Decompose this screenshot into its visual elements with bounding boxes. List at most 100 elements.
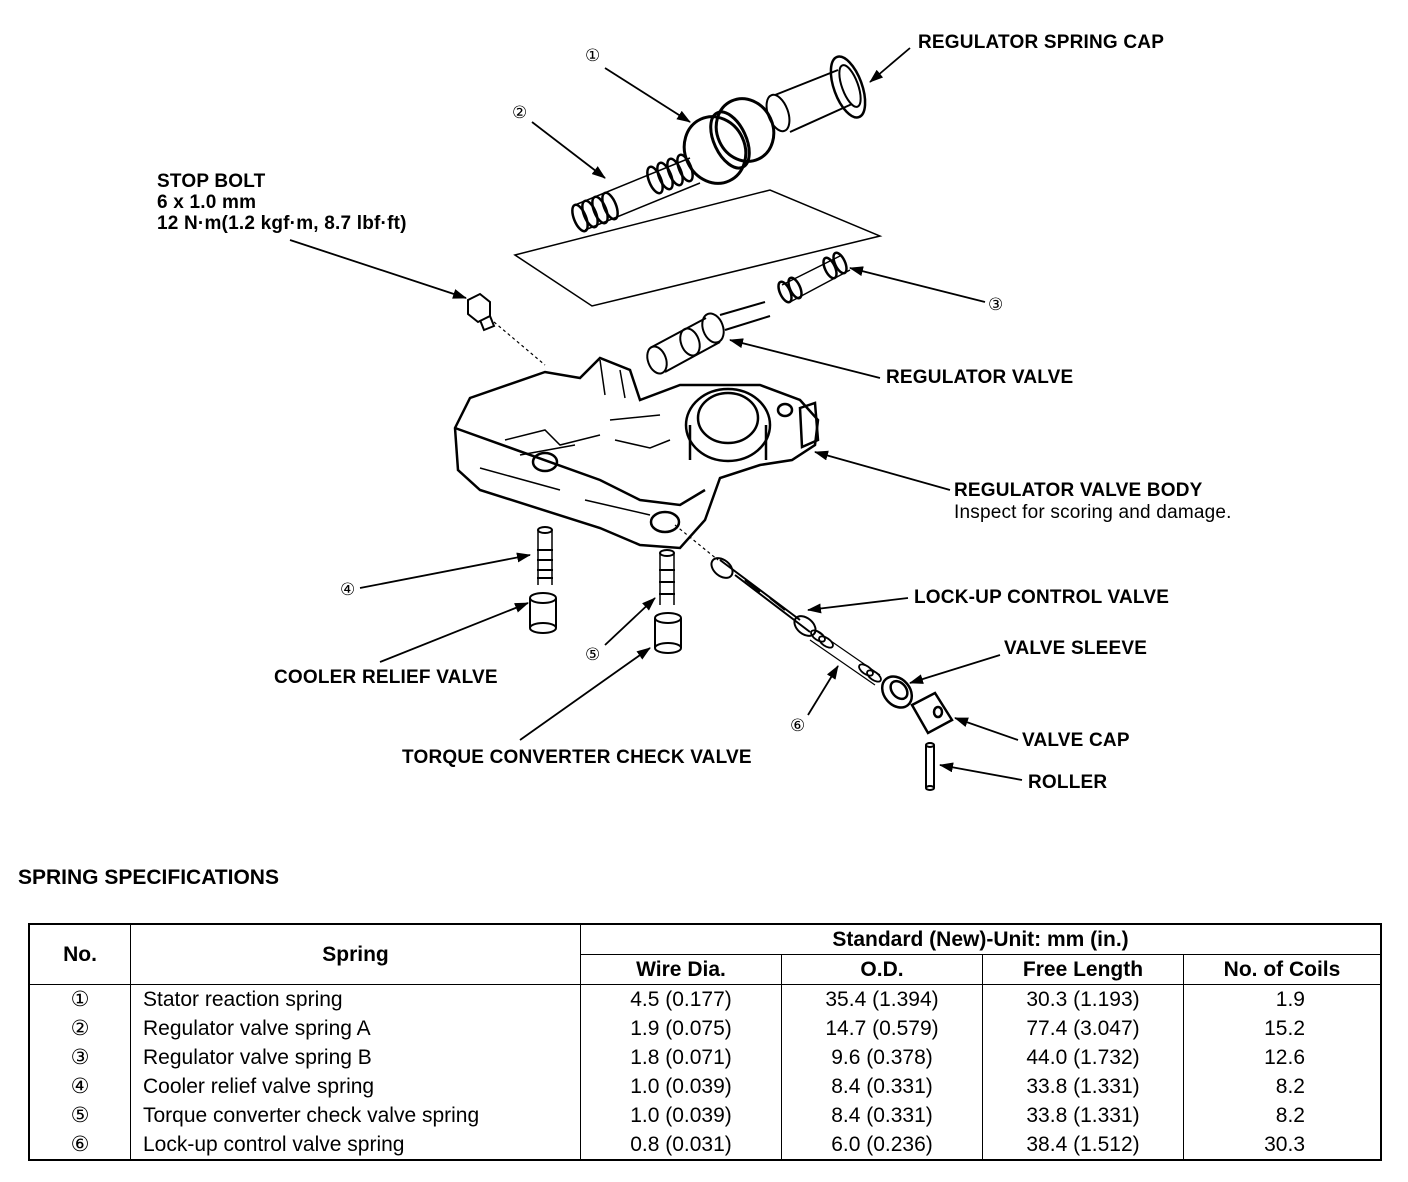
table-row: ① Stator reaction spring 4.5 (0.177) 35.… [30, 984, 1380, 1014]
label-valve-cap: VALVE CAP [1022, 730, 1130, 751]
exploded-diagram [289, 47, 1023, 791]
cell-spring: Lock-up control valve spring [130, 1130, 581, 1159]
cell-coils: 12.6 [1183, 1043, 1380, 1072]
regulator-valve-spring-b-part [777, 251, 851, 304]
label-torque-converter-check-valve: TORQUE CONVERTER CHECK VALVE [402, 747, 752, 768]
col-header-no: No. [30, 925, 131, 985]
leader-regulator-valve [729, 338, 881, 379]
callout-6: ⑥ [790, 716, 806, 735]
callout-4: ④ [340, 580, 356, 599]
cell-no: ④ [70, 1075, 90, 1098]
leader-cooler-relief-valve [379, 602, 529, 663]
cell-free-length: 38.4 (1.512) [982, 1130, 1184, 1159]
label-regulator-valve-body-note: Inspect for scoring and damage. [954, 502, 1232, 523]
cell-od: 14.7 (0.579) [781, 1014, 983, 1043]
regulator-valve-part [646, 301, 771, 375]
leader-callout-6 [807, 665, 839, 716]
label-cooler-relief-valve: COOLER RELIEF VALVE [274, 667, 498, 688]
col-header-no-of-coils: No. of Coils [1183, 954, 1380, 985]
leader-stop-bolt [289, 239, 467, 299]
cell-wire-dia: 0.8 (0.031) [580, 1130, 782, 1159]
cell-no: ⑤ [70, 1104, 90, 1127]
leader-regulator-spring-cap [869, 47, 911, 83]
cell-wire-dia: 4.5 (0.177) [580, 984, 782, 1014]
leader-callout-5 [604, 597, 656, 646]
valve-cap-part [910, 691, 954, 735]
regulator-valve-spring-a-part [571, 153, 701, 233]
cell-free-length: 33.8 (1.331) [982, 1072, 1184, 1101]
cell-coils: 8.2 [1183, 1072, 1380, 1101]
label-regulator-valve: REGULATOR VALVE [886, 367, 1074, 388]
regulator-valve-body-part [453, 356, 820, 550]
spring-spec-table: No. Spring Standard (New)-Unit: mm (in.)… [28, 923, 1382, 1161]
label-stop-bolt: STOP BOLT [157, 171, 266, 192]
leader-roller [939, 762, 1023, 781]
cell-od: 8.4 (0.331) [781, 1101, 983, 1130]
cell-no: ③ [70, 1046, 90, 1069]
cell-coils: 8.2 [1183, 1101, 1380, 1130]
cell-spring: Torque converter check valve spring [130, 1101, 581, 1130]
cell-wire-dia: 1.8 (0.071) [580, 1043, 782, 1072]
label-regulator-valve-body: REGULATOR VALVE BODY [954, 480, 1203, 501]
table-row: ④ Cooler relief valve spring 1.0 (0.039)… [30, 1072, 1380, 1101]
label-stop-bolt-torque: 12 N·m(1.2 kgf·m, 8.7 lbf·ft) [157, 213, 407, 234]
cell-free-length: 33.8 (1.331) [982, 1101, 1184, 1130]
cell-wire-dia: 1.0 (0.039) [580, 1101, 782, 1130]
label-regulator-spring-cap: REGULATOR SPRING CAP [918, 32, 1165, 53]
table-row: ③ Regulator valve spring B 1.8 (0.071) 9… [30, 1043, 1380, 1072]
col-header-od: O.D. [781, 954, 983, 985]
col-header-wire-dia: Wire Dia. [580, 954, 782, 985]
stator-reaction-spring-part [682, 97, 776, 185]
torque-converter-check-valve-part [654, 549, 682, 654]
leader-torque-converter-check-valve [519, 647, 651, 741]
lockup-control-valve-spring-part [809, 629, 882, 686]
cooler-relief-valve-part [529, 526, 557, 634]
cell-wire-dia: 1.0 (0.039) [580, 1072, 782, 1101]
cell-coils: 30.3 [1183, 1130, 1380, 1159]
cell-coils: 15.2 [1183, 1014, 1380, 1043]
cell-free-length: 30.3 (1.193) [982, 984, 1184, 1014]
leader-callout-4 [359, 552, 531, 589]
cell-coils: 1.9 [1183, 984, 1380, 1014]
leader-lockup-control-valve [807, 597, 909, 614]
leader-callout-3 [849, 266, 986, 303]
leader-regulator-valve-body [814, 450, 951, 491]
leader-callout-2 [531, 121, 606, 179]
spring-group-outline [513, 189, 883, 307]
table-row: ⑤ Torque converter check valve spring 1.… [30, 1101, 1380, 1130]
spec-title: SPRING SPECIFICATIONS [18, 866, 279, 889]
cell-spring: Cooler relief valve spring [130, 1072, 581, 1101]
cell-free-length: 77.4 (3.047) [982, 1014, 1184, 1043]
cell-spring: Regulator valve spring A [130, 1014, 581, 1043]
callout-1: ① [585, 46, 601, 65]
regulator-spring-cap-part [765, 55, 867, 133]
callout-3: ③ [988, 295, 1004, 314]
lockup-control-valve-part [674, 524, 817, 637]
cell-od: 9.6 (0.378) [781, 1043, 983, 1072]
cell-no: ② [70, 1017, 90, 1040]
group-header-standard: Standard (New)-Unit: mm (in.) [580, 925, 1380, 955]
roller-part [925, 742, 935, 791]
table-row: ② Regulator valve spring A 1.9 (0.075) 1… [30, 1014, 1380, 1043]
label-valve-sleeve: VALVE SLEEVE [1004, 638, 1148, 659]
callout-5: ⑤ [585, 645, 601, 664]
cell-spring: Regulator valve spring B [130, 1043, 581, 1072]
cell-free-length: 44.0 (1.732) [982, 1043, 1184, 1072]
col-header-free-length: Free Length [982, 954, 1184, 985]
cell-od: 8.4 (0.331) [781, 1072, 983, 1101]
cell-od: 6.0 (0.236) [781, 1130, 983, 1159]
leader-callout-1 [604, 67, 691, 123]
label-lockup-control-valve: LOCK-UP CONTROL VALVE [914, 587, 1170, 608]
leader-valve-cap [954, 717, 1019, 741]
col-header-spring: Spring [130, 925, 581, 985]
stop-bolt-part [467, 292, 546, 366]
label-stop-bolt-size: 6 x 1.0 mm [157, 192, 257, 213]
cell-od: 35.4 (1.394) [781, 984, 983, 1014]
cell-wire-dia: 1.9 (0.075) [580, 1014, 782, 1043]
label-roller: ROLLER [1028, 772, 1108, 793]
callout-2: ② [512, 103, 528, 122]
valve-sleeve-part [880, 675, 914, 709]
cell-spring: Stator reaction spring [130, 984, 581, 1014]
cell-no: ① [70, 988, 90, 1011]
table-row: ⑥ Lock-up control valve spring 0.8 (0.03… [30, 1130, 1380, 1159]
